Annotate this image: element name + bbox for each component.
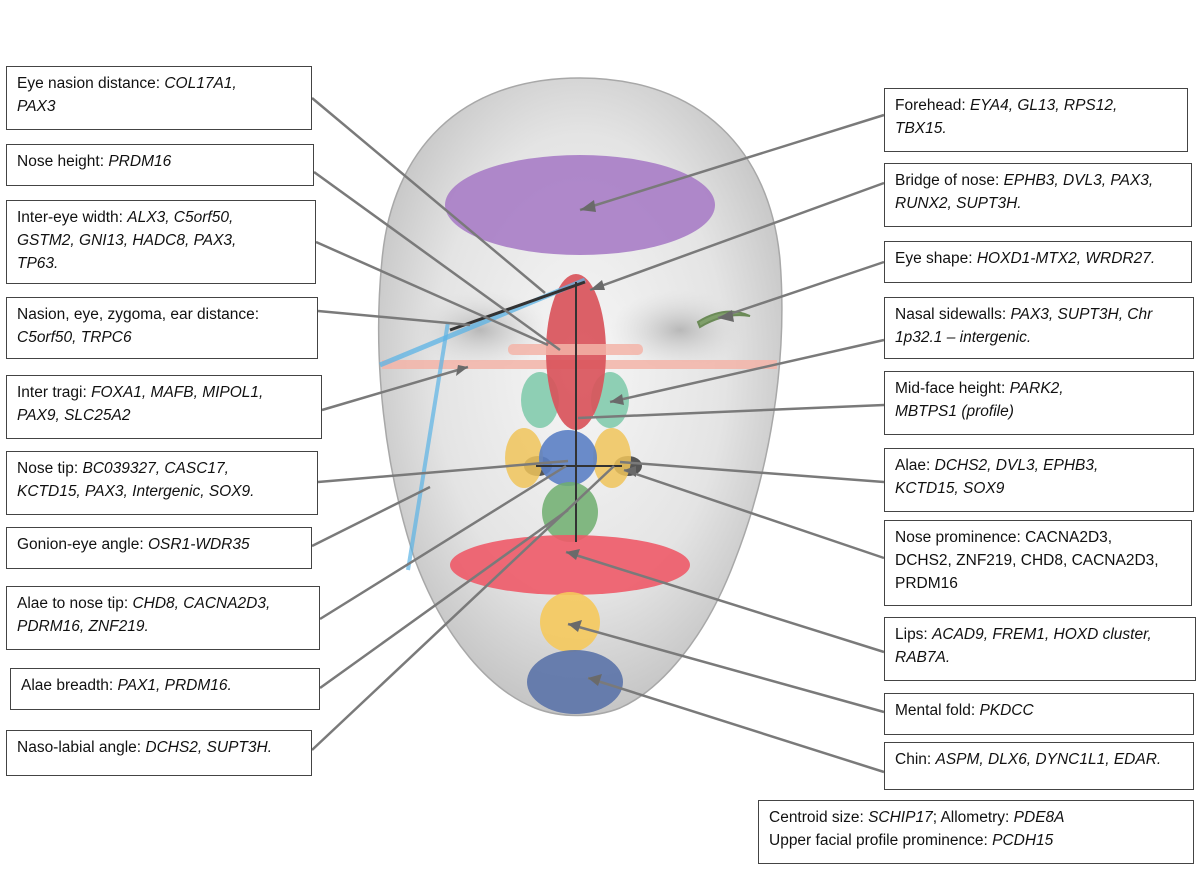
label-chin: Chin: ASPM, DLX6, DYNC1L1, EDAR. [884, 742, 1194, 790]
label-naso-labial-angle: Naso-labial angle: DCHS2, SUPT3H. [6, 730, 312, 776]
label-eye-shape: Eye shape: HOXD1-MTX2, WRDR27. [884, 241, 1192, 283]
label-gonion-eye-angle: Gonion-eye angle: OSR1-WDR35 [6, 527, 312, 569]
forehead-region [445, 155, 715, 255]
label-forehead: Forehead: EYA4, GL13, RPS12, TBX15. [884, 88, 1188, 152]
leader-lines [311, 97, 885, 774]
label-nose-prominence: Nose prominence: CACNA2D3, DCHS2, ZNF219… [884, 520, 1192, 606]
label-alae: Alae: DCHS2, DVL3, EPHB3, KCTD15, SOX9 [884, 448, 1194, 512]
label-nose-tip: Nose tip: BC039327, CASC17, KCTD15, PAX3… [6, 451, 318, 515]
gonion-eye-line [406, 321, 450, 571]
right-eye-socket [610, 290, 750, 370]
label-inter-eye-width: Inter-eye width: ALX3, C5orf50, GSTM2, G… [6, 200, 316, 284]
label-inter-tragi: Inter tragi: FOXA1, MAFB, MIPOL1, PAX9, … [6, 375, 322, 439]
label-lips: Lips: ACAD9, FREM1, HOXD cluster, RAB7A. [884, 617, 1196, 681]
label-bridge-of-nose: Bridge of nose: EPHB3, DVL3, PAX3, RUNX2… [884, 163, 1192, 227]
label-nasion-eye-zygoma-ear: Nasion, eye, zygoma, ear distance: C5orf… [6, 297, 318, 359]
chin-region [527, 650, 623, 714]
alae-left [505, 428, 543, 488]
label-eye-nasion-distance: Eye nasion distance: COL17A1, PAX3 [6, 66, 312, 130]
leader-arrowheads [456, 200, 734, 686]
lips-region [450, 535, 690, 595]
label-centroid-allometry-profile: Centroid size: SCHIP17; Allometry: PDE8A… [758, 800, 1194, 864]
label-nose-height: Nose height: PRDM16 [6, 144, 314, 186]
label-nasal-sidewalls: Nasal sidewalls: PAX3, SUPT3H, Chr 1p32.… [884, 297, 1194, 359]
nose-tip-region [539, 430, 597, 486]
label-mental-fold: Mental fold: PKDCC [884, 693, 1194, 735]
eye-shape-region [696, 310, 751, 329]
label-alae-breadth: Alae breadth: PAX1, PRDM16. [10, 668, 320, 710]
eye-nasion-line [449, 280, 586, 332]
label-alae-to-nose-tip: Alae to nose tip: CHD8, CACNA2D3, PDRM16… [6, 586, 320, 650]
alae-right [593, 428, 631, 488]
philtrum-region [542, 482, 598, 542]
mental-fold-region [540, 592, 600, 652]
label-mid-face-height: Mid-face height: PARK2, MBTPS1 (profile) [884, 371, 1194, 435]
